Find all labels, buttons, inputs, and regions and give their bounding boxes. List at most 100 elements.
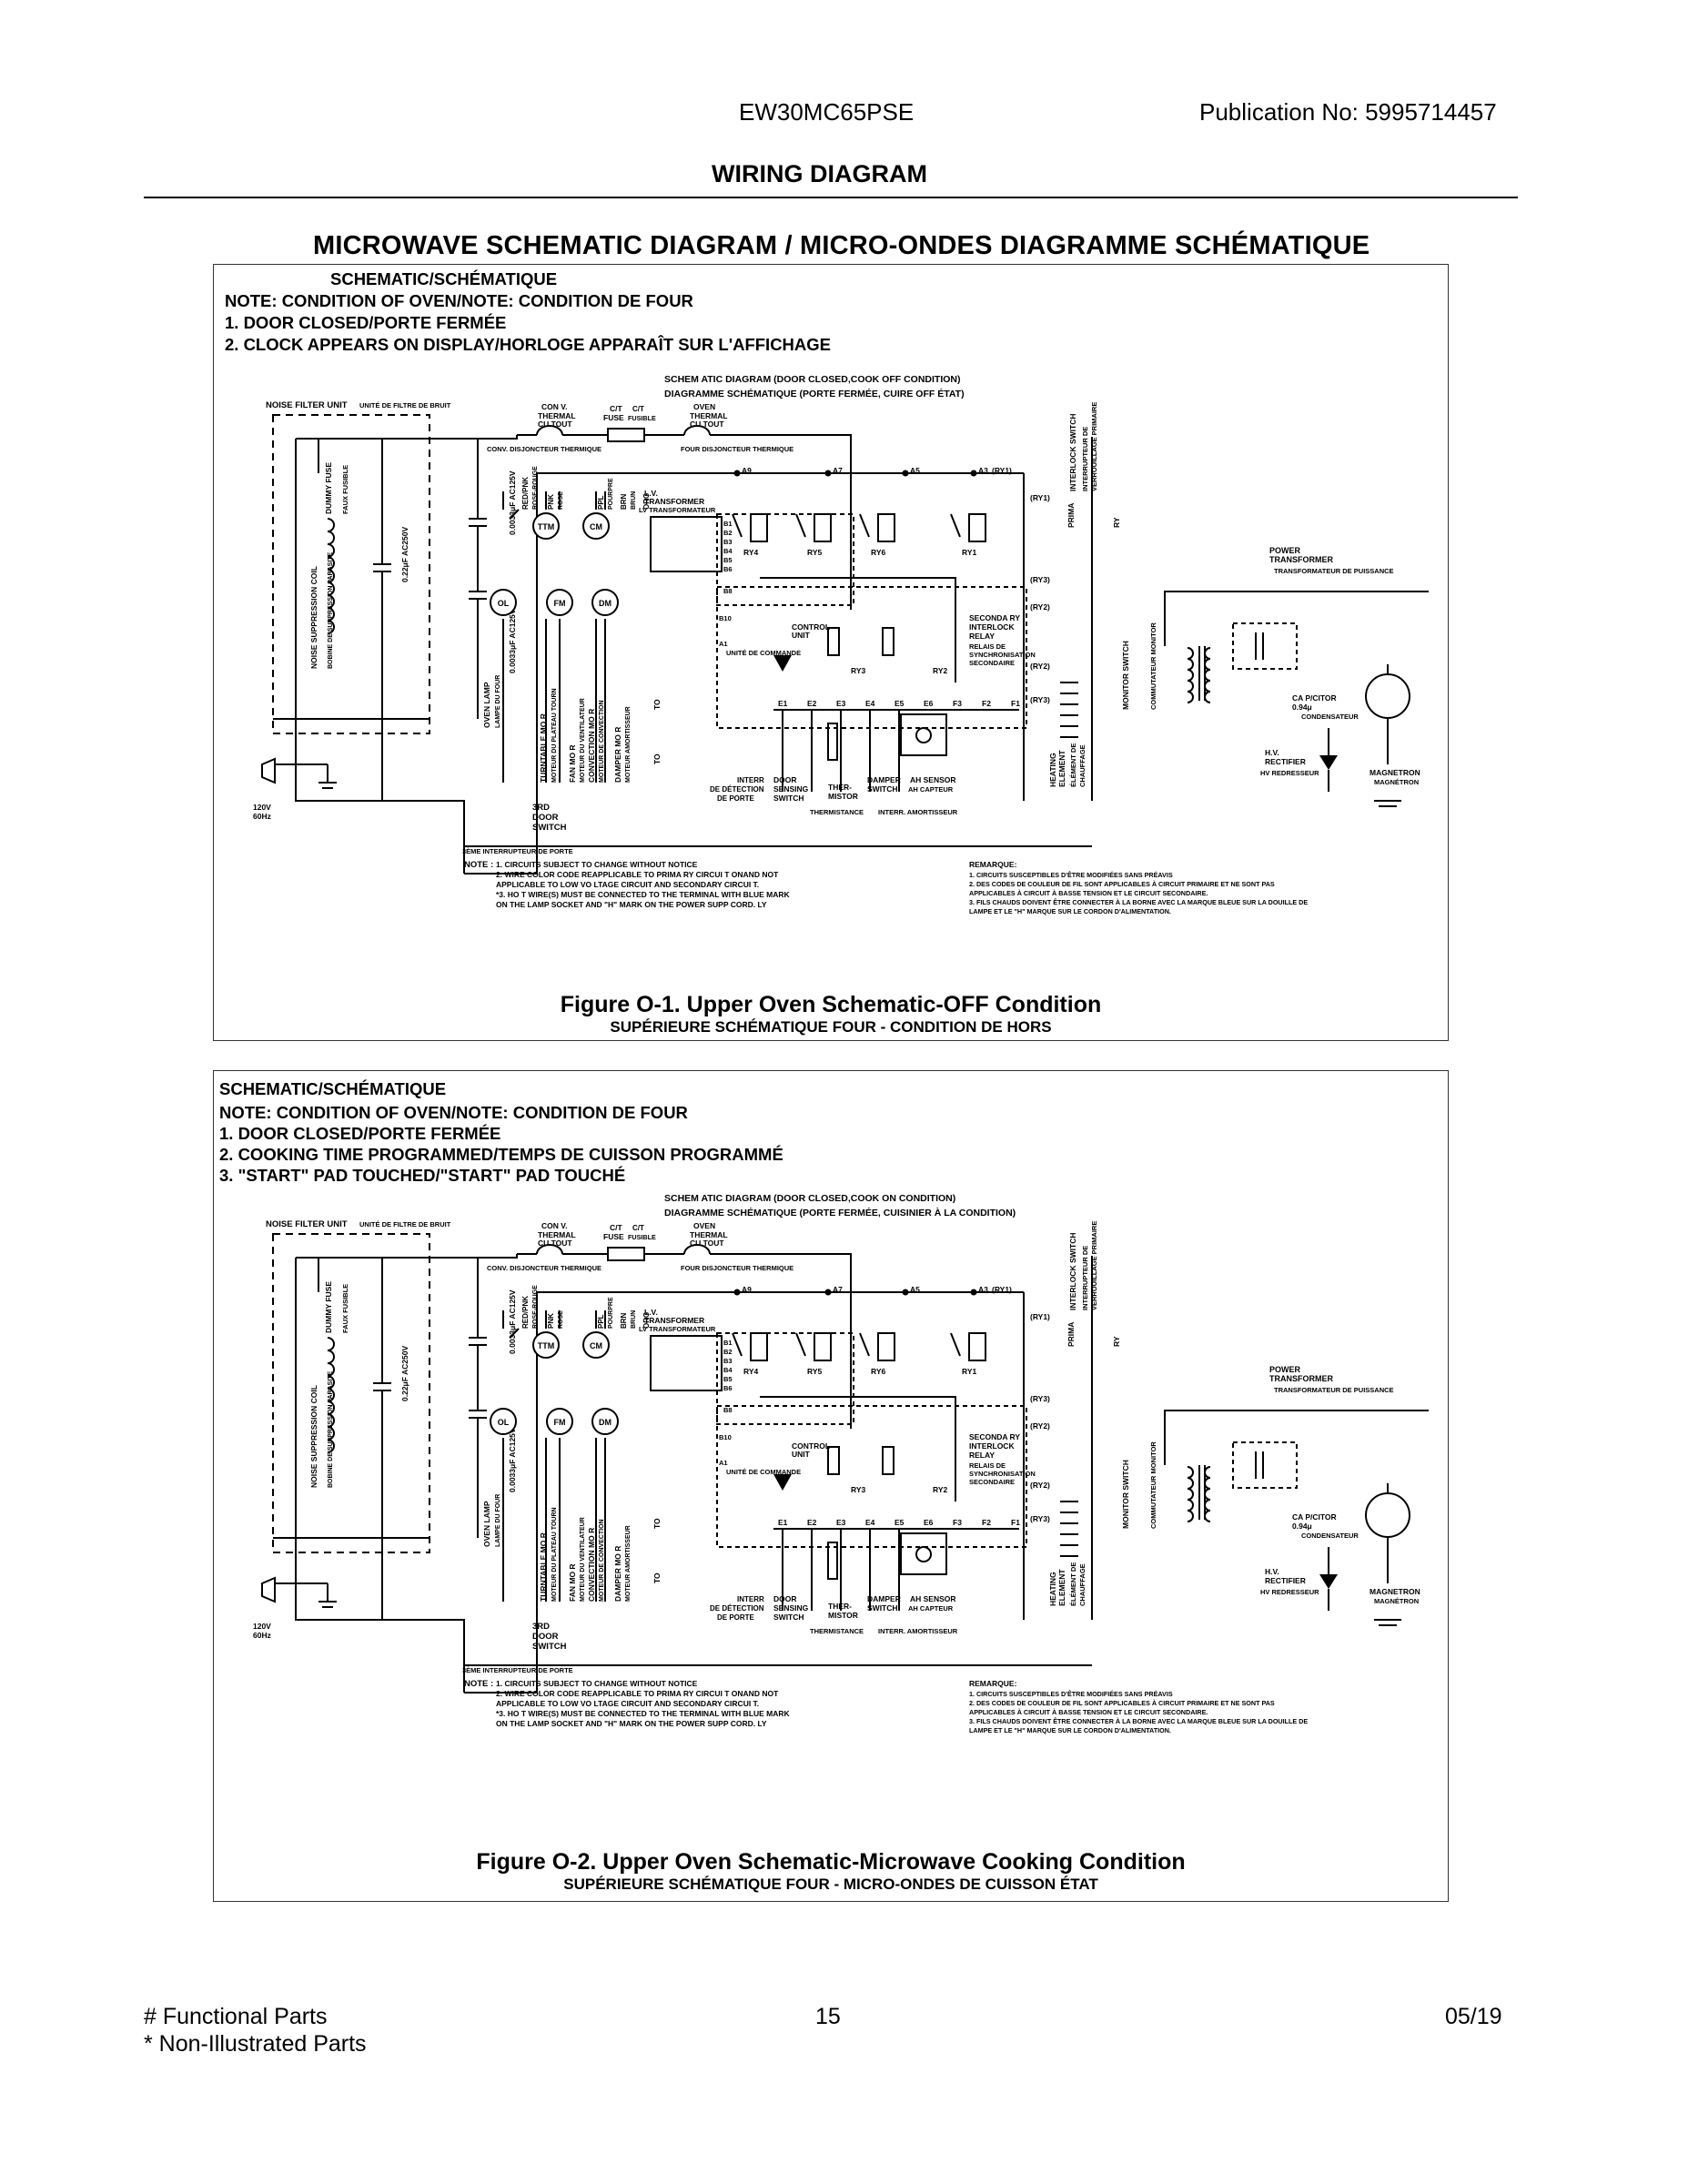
wire <box>859 513 870 538</box>
control-unit-label-fr: UNITÉ DE COMMANDE <box>726 1468 801 1476</box>
lv-transformer-label: L.V. <box>644 1308 658 1317</box>
ry3-coil <box>827 1446 840 1475</box>
terminal-label: F2 <box>982 1518 991 1527</box>
footer-date: 05/19 <box>1445 2004 1502 2029</box>
wire <box>509 1328 520 1339</box>
terminal-label: F3 <box>953 1518 962 1527</box>
notes-label-fr: REMARQUE: <box>969 860 1017 869</box>
terminal-label: E4 <box>865 699 875 708</box>
ol-motor-symbol <box>490 1408 517 1435</box>
wire-color-label: PNK <box>547 1313 555 1329</box>
ry4-relay-coil <box>750 1332 768 1361</box>
magnetron-label-fr: MAGNÉTRON <box>1374 1597 1419 1605</box>
schematic-subtitle-fr: DIAGRAMME SCHÉMATIQUE (PORTE FERMÉE, CUI… <box>664 388 965 399</box>
relay-tap-label: (RY1) <box>992 466 1012 475</box>
heating-element-label-fr: CHAUFFAGE <box>1078 744 1087 787</box>
oven-thermal-cutout <box>683 1244 711 1255</box>
interlock-switch-label: INTERLOCK SWITCH <box>1068 414 1077 491</box>
ry2-label: RY2 <box>933 666 947 675</box>
oven-thermal-label-fr: FOUR DISJONCTEUR THERMIQUE <box>681 445 793 453</box>
note-line-fr: 1. CIRCUITS SUSCEPTIBLES D'ÊTRE MODIFIÉE… <box>969 1690 1173 1698</box>
heating-element-label-fr: ÉLÉMENT DE <box>1069 743 1077 787</box>
noise-coil-winding <box>327 1337 335 1351</box>
wire <box>1164 1410 1429 1465</box>
terminal-label: B8 <box>723 587 733 595</box>
hv-rectifier-label-fr: HV REDRESSEUR <box>1260 1588 1319 1596</box>
wire-color-label: POURPRE <box>608 478 614 510</box>
capacitor-label: 0.0033μF AC125V <box>508 470 517 535</box>
wire-color-label: RED/PNK <box>521 477 530 510</box>
door-sensing-label-fr: INTERR <box>737 776 764 784</box>
junction-dot <box>733 1289 741 1296</box>
terminal-label: B6 <box>723 1384 733 1392</box>
transformer-secondary <box>1204 691 1211 703</box>
wire-color-label: BRN <box>620 1312 628 1329</box>
to-label: TO <box>652 1572 662 1583</box>
secondary-relay-label-fr: RELAIS DE <box>969 1461 1006 1470</box>
ct-fuse-label: C/T <box>610 404 623 413</box>
condition-line: 1. DOOR CLOSED/PORTE FERMÉE <box>219 1124 501 1143</box>
notes-label: NOTE : <box>464 1679 493 1689</box>
panel-heading: SCHEMATIC/SCHÉMATIQUE <box>330 269 558 288</box>
transformer-primary <box>1187 1499 1194 1512</box>
door-sensing-label: DOOR <box>773 775 797 784</box>
capacitor-label: 0.22μF AC250V <box>400 527 409 582</box>
oven-thermal-label: OVEN <box>693 402 715 411</box>
conv-thermal-label: THERMAL <box>538 411 576 420</box>
supply-label: 120V <box>253 803 271 812</box>
schematic-cooking-condition: SCHEM ATIC DIAGRAM (DOOR CLOSED,COOK ON … <box>253 1193 1429 1734</box>
monitor-switch-label-fr: COMMUTATEUR MONITOR <box>1149 1441 1157 1529</box>
third-door-label-fr: 3ÈME INTERRUPTEUR DE PORTE <box>462 847 573 855</box>
ry3-label: RY3 <box>851 666 865 675</box>
supply-label: 120V <box>253 1622 271 1631</box>
wire-color-label: ORG <box>642 493 651 510</box>
transformer-primary <box>1187 647 1194 660</box>
ct-fuse-label: FUSE <box>603 413 624 422</box>
relay-tap-label: (RY3) <box>1030 575 1050 584</box>
power-transformer-label-fr: TRANSFORMATEUR DE PUISSANCE <box>1274 1386 1394 1394</box>
door-sensing-label-fr: DE PORTE <box>717 794 755 803</box>
condition-line: 2. CLOCK APPEARS ON DISPLAY/HORLOGE APPA… <box>225 335 831 354</box>
ah-sensor-box <box>900 1532 947 1575</box>
noise-coil-winding <box>327 531 335 545</box>
hv-rectifier-symbol <box>1319 1574 1338 1589</box>
ah-sensor-box <box>900 713 947 756</box>
thermistor-label: MISTOR <box>828 792 858 801</box>
fan-motor-label-fr: MOTEUR DU VENTILATEUR <box>580 698 586 783</box>
wire <box>760 1396 956 1502</box>
oven-thermal-label: CU TOUT <box>690 1239 724 1248</box>
damper-switch-label: DAMPER <box>867 775 901 784</box>
third-door-label: DOOR <box>532 813 559 823</box>
wire <box>464 1620 538 1694</box>
wire <box>950 513 961 538</box>
door-sensing-label: SWITCH <box>773 1613 804 1622</box>
terminal-label: B6 <box>723 565 733 573</box>
relay-tap-label: (RY1) <box>1030 1312 1050 1321</box>
diode-symbol <box>773 1474 792 1491</box>
heating-element-label: ELEMENT <box>1057 1569 1066 1606</box>
capacitor-label: CA P/CITOR <box>1292 693 1337 703</box>
magnetron-label: MAGNETRON <box>1370 1587 1420 1596</box>
wire-color-label: POURPRE <box>608 1297 614 1329</box>
fan-motor-label: FAN MO R <box>568 744 577 783</box>
third-door-label: SWITCH <box>532 823 567 833</box>
noise-coil-label-fr: BOBINE DE SUPPRESSION PARASITE <box>328 1370 334 1488</box>
to-label: TO <box>652 699 662 710</box>
relay-tap-label: (RY3) <box>1030 1394 1050 1403</box>
note-line-fr: APPLICABLES À CIRCUIT À BASSE TENSION ET… <box>969 1708 1208 1716</box>
door-sensing-label-fr: DE PORTE <box>717 1613 755 1622</box>
terminal-label: A1 <box>719 640 728 648</box>
secondary-relay-label-fr: SYNCHRONISATION <box>969 1470 1036 1478</box>
damper-switch-label-fr: INTERR. AMORTISSEUR <box>878 808 958 816</box>
oven-thermal-label: OVEN <box>693 1221 715 1230</box>
terminal-label: A9 <box>742 466 752 475</box>
control-unit-label: CONTROL <box>792 622 830 632</box>
footer-functional-parts: # Functional Parts <box>144 2004 328 2029</box>
transformer-secondary <box>1204 647 1211 660</box>
lv-transformer-label-fr: LV TRANSFORMATEUR <box>639 506 716 514</box>
cm-motor-label: CM <box>590 522 602 531</box>
heating-element-label-fr: ÉLÉMENT DE <box>1069 1562 1077 1606</box>
transformer-primary <box>1187 1466 1194 1479</box>
damper-motor-label: DAMPER MO R <box>613 727 622 783</box>
secondary-relay-label: SECONDA RY <box>969 613 1020 622</box>
